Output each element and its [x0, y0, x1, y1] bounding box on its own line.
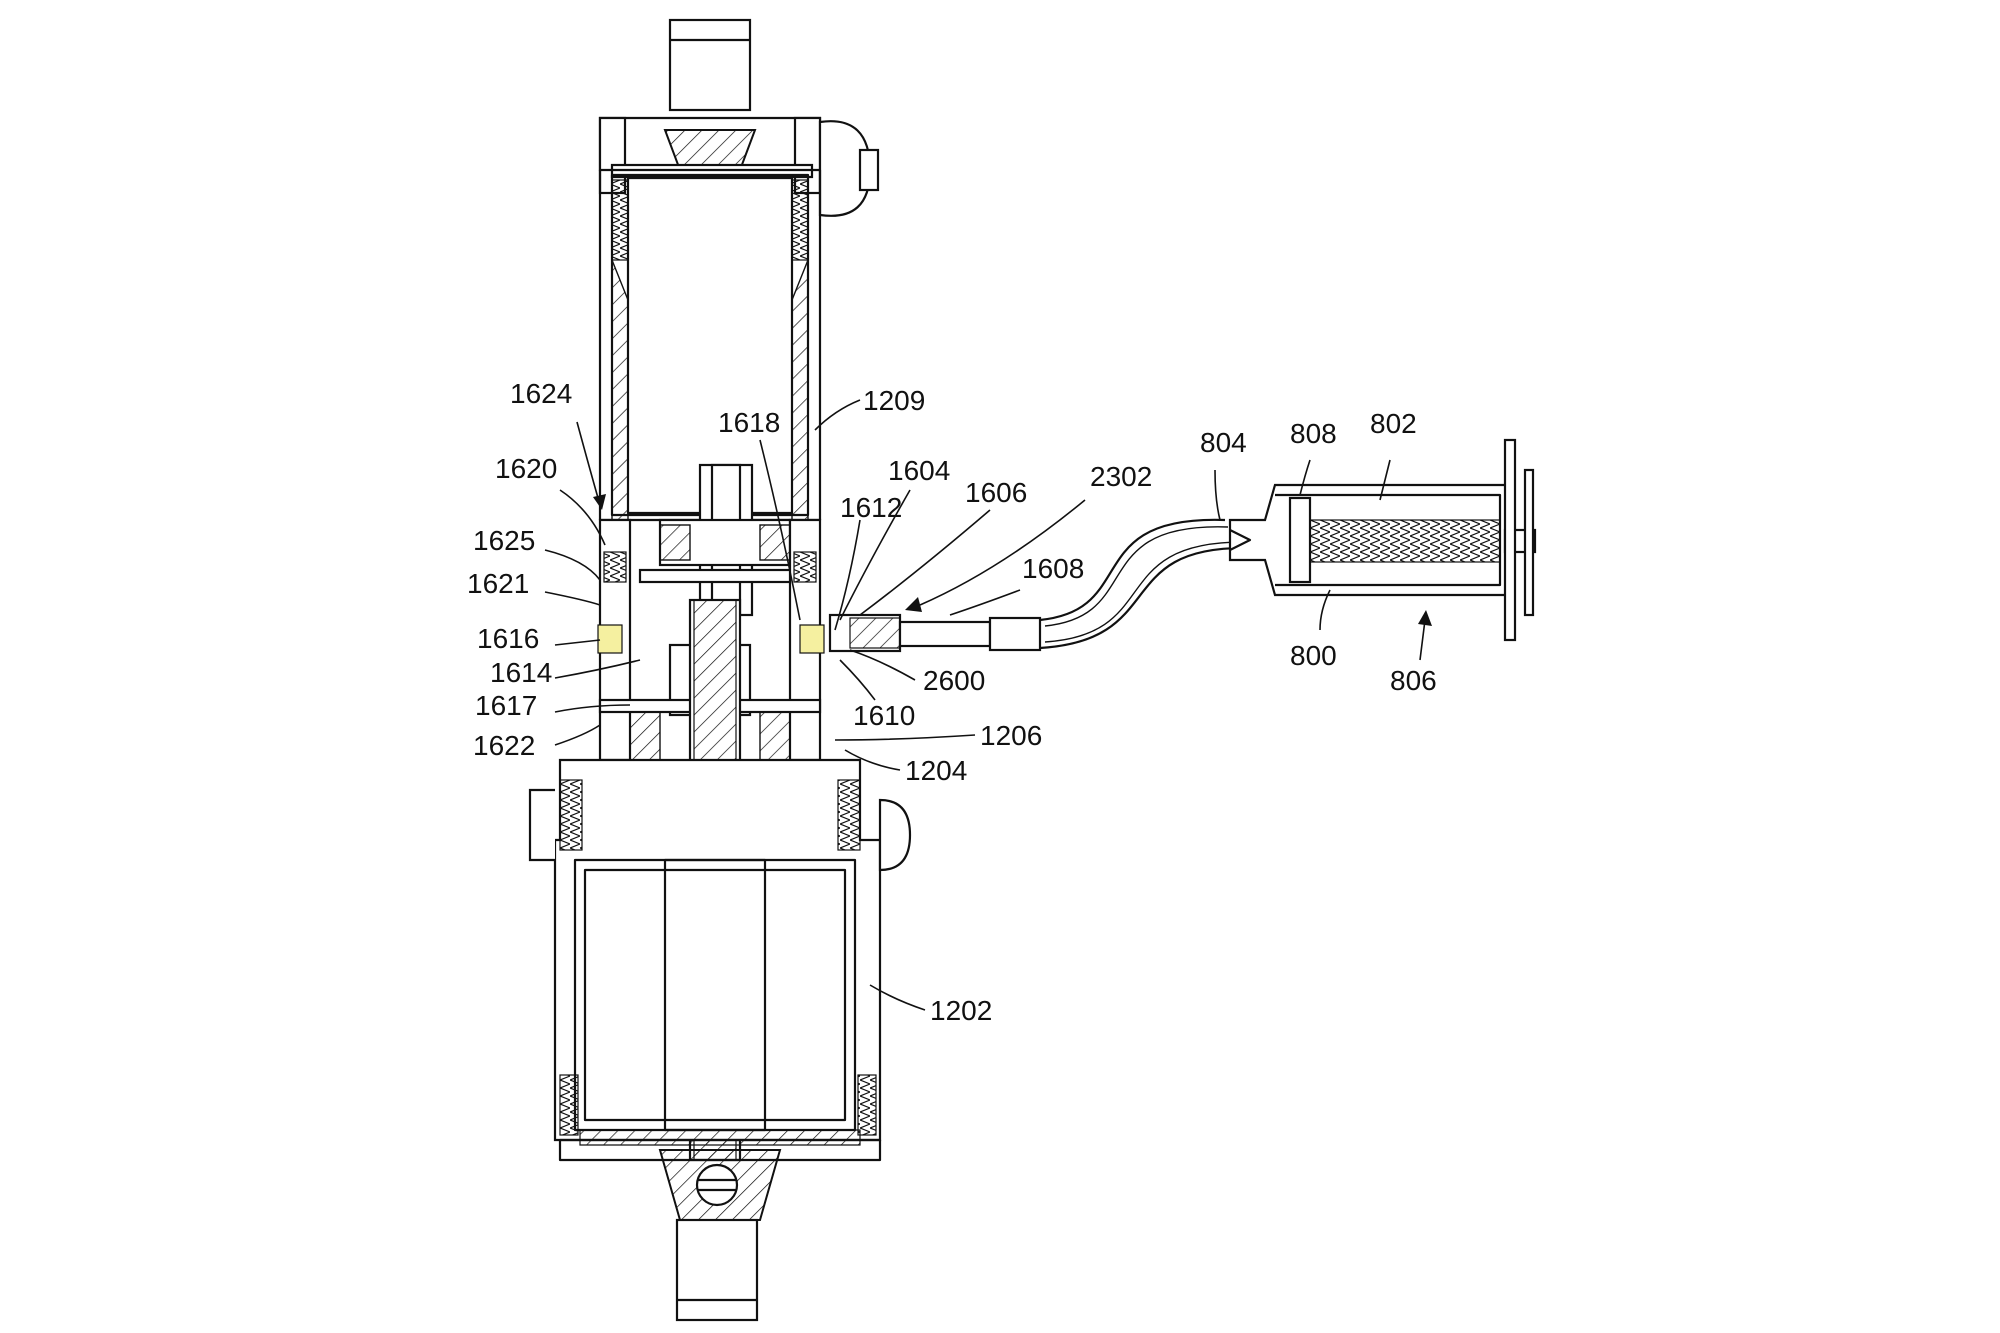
hose [1039, 518, 1251, 650]
label-1620: 1620 [495, 453, 557, 484]
label-1204: 1204 [905, 755, 967, 786]
syringe-pump [1228, 438, 1537, 642]
label-1614: 1614 [490, 657, 552, 688]
leader-lines [544, 399, 1432, 1011]
label-806: 806 [1390, 665, 1437, 696]
label-1612: 1612 [840, 492, 902, 523]
label-1202: 1202 [930, 995, 992, 1026]
valve-fitting [828, 613, 1042, 653]
top-eyelet [598, 18, 880, 217]
label-1608: 1608 [1022, 553, 1084, 584]
bottom-eyelet [658, 1149, 782, 1322]
label-800: 800 [1290, 640, 1337, 671]
label-1616: 1616 [477, 623, 539, 654]
label-1209: 1209 [863, 385, 925, 416]
label-1621: 1621 [467, 568, 529, 599]
label-802: 802 [1370, 408, 1417, 439]
seal-block-right [799, 624, 825, 654]
label-1618: 1618 [718, 407, 780, 438]
label-804: 804 [1200, 427, 1247, 458]
lower-canister [528, 758, 912, 1162]
label-1604: 1604 [888, 455, 950, 486]
label-1606: 1606 [965, 477, 1027, 508]
label-1610: 1610 [853, 700, 915, 731]
label-1622: 1622 [473, 730, 535, 761]
label-1625: 1625 [473, 525, 535, 556]
label-2600: 2600 [923, 665, 985, 696]
reference-numerals: 1624 1620 1625 1621 1616 1614 1617 1622 … [467, 378, 1437, 1026]
label-1206: 1206 [980, 720, 1042, 751]
label-1617: 1617 [475, 690, 537, 721]
label-808: 808 [1290, 418, 1337, 449]
seal-block-left [597, 624, 623, 654]
label-1624: 1624 [510, 378, 572, 409]
label-2302: 2302 [1090, 461, 1152, 492]
